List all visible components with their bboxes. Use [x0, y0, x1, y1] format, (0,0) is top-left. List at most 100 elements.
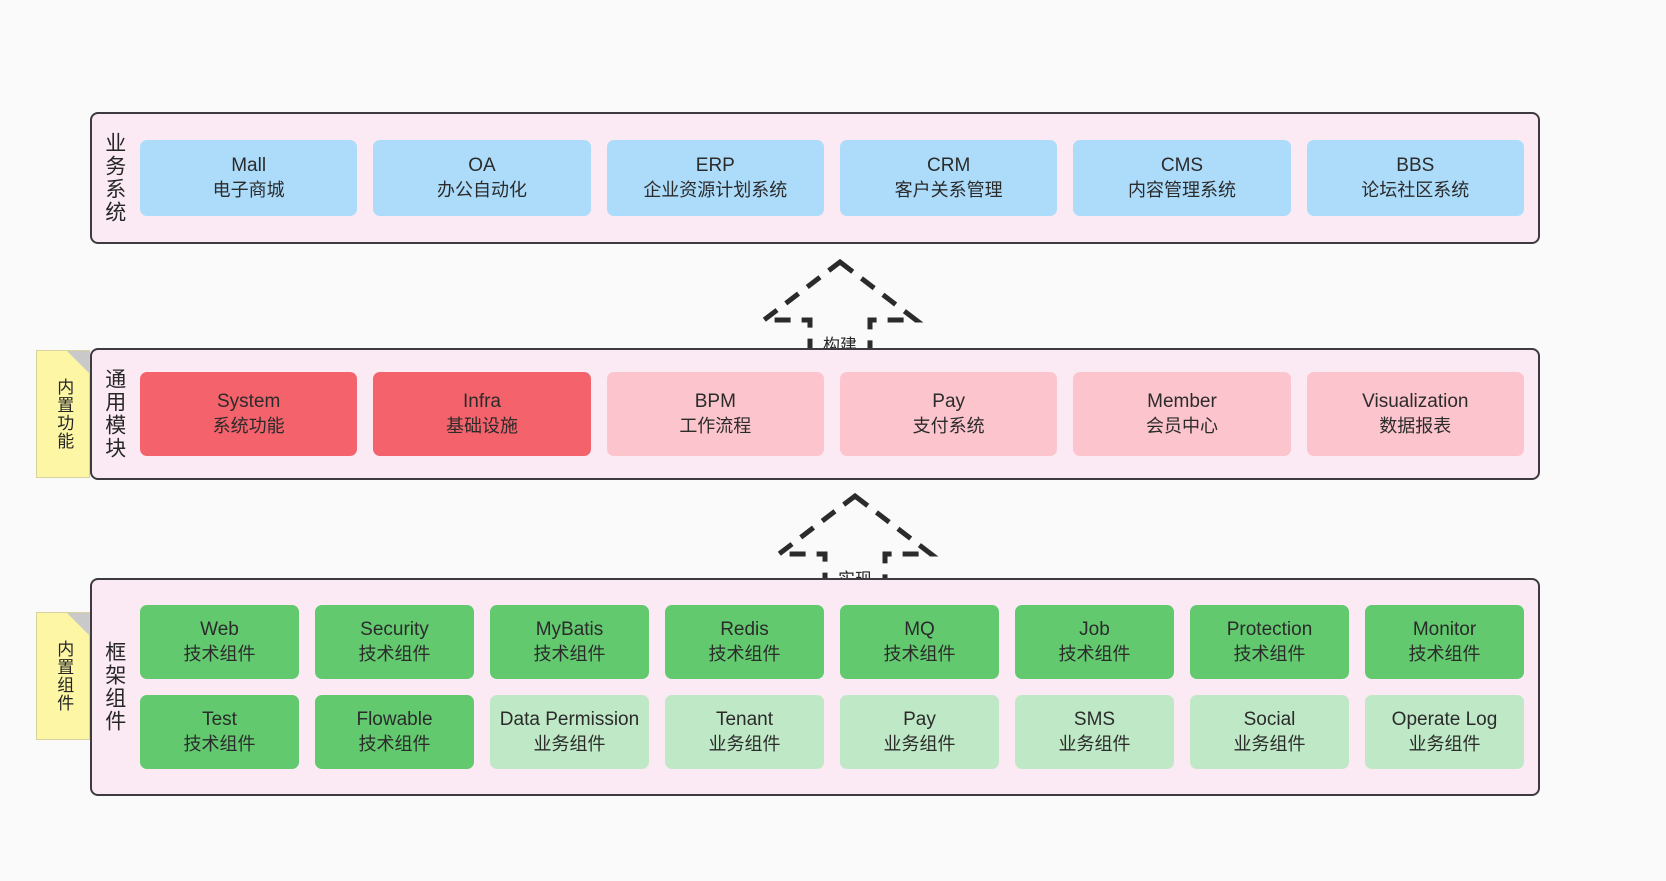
card-subtitle: 支付系统 [912, 415, 985, 436]
card-job[interactable]: Job 技术组件 [1015, 605, 1174, 679]
framework-business-row: Test 技术组件 Flowable 技术组件 Data Permission … [140, 695, 1524, 769]
layer-business-body: Mall 电子商城 OA 办公自动化 ERP 企业资源计划系统 CRM 客户关系… [136, 114, 1538, 242]
card-subtitle: 技术组件 [358, 643, 431, 664]
connector-implement: 实现 [770, 492, 940, 592]
card-monitor[interactable]: Monitor 技术组件 [1365, 605, 1524, 679]
card-sms[interactable]: SMS 业务组件 [1015, 695, 1174, 769]
card-erp[interactable]: ERP 企业资源计划系统 [606, 140, 824, 216]
business-cards-row: Mall 电子商城 OA 办公自动化 ERP 企业资源计划系统 CRM 客户关系… [140, 140, 1524, 216]
card-cms[interactable]: CMS 内容管理系统 [1073, 140, 1291, 216]
note-fold-corner-icon [67, 613, 89, 635]
card-subtitle: 业务组件 [883, 733, 956, 754]
card-title: Test [202, 709, 237, 731]
connector-build: 构建 [755, 258, 925, 358]
card-subtitle: 基础设施 [445, 415, 518, 436]
card-title: Flowable [356, 709, 433, 731]
card-subtitle: 技术组件 [883, 643, 956, 664]
sticky-note-builtin-components: 内置组件 [36, 612, 90, 740]
card-pay[interactable]: Pay 支付系统 [839, 372, 1058, 456]
card-subtitle: 技术组件 [1233, 643, 1306, 664]
card-bpm[interactable]: BPM 工作流程 [606, 372, 824, 456]
card-title: BBS [1396, 155, 1435, 177]
layer-framework-body: Web 技术组件 Security 技术组件 MyBatis 技术组件 Redi… [136, 580, 1538, 794]
layer-business-systems: 业务系统 Mall 电子商城 OA 办公自动化 ERP 企业资源计划系统 CRM… [90, 112, 1540, 244]
card-web[interactable]: Web 技术组件 [140, 605, 299, 679]
card-subtitle: 业务组件 [533, 733, 606, 754]
card-title: Member [1147, 391, 1217, 413]
sticky-note-text: 内置功能 [54, 378, 74, 450]
card-mq[interactable]: MQ 技术组件 [840, 605, 999, 679]
card-subtitle: 客户关系管理 [894, 179, 1003, 200]
card-title: OA [468, 155, 496, 177]
card-title: CMS [1160, 155, 1204, 177]
card-title: Visualization [1362, 391, 1469, 413]
sticky-note-text: 内置组件 [54, 640, 74, 712]
card-title: Mall [231, 155, 267, 177]
layer-business-label: 业务系统 [102, 132, 126, 224]
card-subtitle: 技术组件 [358, 733, 431, 754]
card-crm[interactable]: CRM 客户关系管理 [839, 140, 1058, 216]
card-title: CRM [927, 155, 971, 177]
card-subtitle: 技术组件 [183, 643, 256, 664]
card-test[interactable]: Test 技术组件 [140, 695, 299, 769]
card-title: Tenant [715, 709, 774, 731]
card-subtitle: 业务组件 [708, 733, 781, 754]
card-title: Monitor [1412, 619, 1477, 641]
card-system[interactable]: System 系统功能 [140, 372, 358, 456]
card-redis[interactable]: Redis 技术组件 [665, 605, 824, 679]
sticky-note-builtin-functions: 内置功能 [36, 350, 90, 478]
card-operate-log[interactable]: Operate Log 业务组件 [1365, 695, 1524, 769]
framework-tech-row: Web 技术组件 Security 技术组件 MyBatis 技术组件 Redi… [140, 605, 1524, 679]
layer-framework-label: 框架组件 [102, 641, 126, 733]
card-member[interactable]: Member 会员中心 [1073, 372, 1291, 456]
card-social[interactable]: Social 业务组件 [1190, 695, 1349, 769]
card-title: ERP [695, 155, 735, 177]
card-subtitle: 技术组件 [533, 643, 606, 664]
card-subtitle: 工作流程 [679, 415, 752, 436]
card-title: MQ [904, 619, 935, 641]
card-title: MyBatis [535, 619, 604, 641]
card-title: Protection [1226, 619, 1313, 641]
card-subtitle: 技术组件 [1058, 643, 1131, 664]
layer-common-modules: 通用模块 System 系统功能 Infra 基础设施 BPM 工作流程 Pay… [90, 348, 1540, 480]
card-subtitle: 技术组件 [708, 643, 781, 664]
card-subtitle: 系统功能 [212, 415, 285, 436]
card-tenant[interactable]: Tenant 业务组件 [665, 695, 824, 769]
card-subtitle: 业务组件 [1233, 733, 1306, 754]
card-subtitle: 电子商城 [212, 179, 285, 200]
card-mall[interactable]: Mall 电子商城 [140, 140, 358, 216]
card-bbs[interactable]: BBS 论坛社区系统 [1306, 140, 1524, 216]
card-title: Web [200, 619, 239, 641]
card-title: Operate Log [1391, 709, 1498, 731]
card-subtitle: 会员中心 [1145, 415, 1218, 436]
card-data-permission[interactable]: Data Permission 业务组件 [490, 695, 649, 769]
layer-framework-components: 框架组件 Web 技术组件 Security 技术组件 MyBatis 技术组件… [90, 578, 1540, 796]
card-mybatis[interactable]: MyBatis 技术组件 [490, 605, 649, 679]
card-subtitle: 技术组件 [183, 733, 256, 754]
card-oa[interactable]: OA 办公自动化 [373, 140, 591, 216]
layer-common-label: 通用模块 [102, 368, 126, 460]
card-title: Job [1079, 619, 1110, 641]
card-visualization[interactable]: Visualization 数据报表 [1306, 372, 1524, 456]
card-title: Security [360, 619, 429, 641]
card-title: Data Permission [499, 709, 640, 731]
card-title: Pay [903, 709, 936, 731]
card-subtitle: 业务组件 [1058, 733, 1131, 754]
card-subtitle: 业务组件 [1408, 733, 1481, 754]
card-title: Pay [932, 391, 966, 413]
card-flowable[interactable]: Flowable 技术组件 [315, 695, 474, 769]
card-infra[interactable]: Infra 基础设施 [373, 372, 591, 456]
card-subtitle: 办公自动化 [436, 179, 527, 200]
card-subtitle: 论坛社区系统 [1361, 179, 1470, 200]
card-subtitle: 内容管理系统 [1127, 179, 1236, 200]
common-cards-row: System 系统功能 Infra 基础设施 BPM 工作流程 Pay 支付系统… [140, 372, 1524, 456]
card-title: Social [1243, 709, 1296, 731]
card-subtitle: 数据报表 [1379, 415, 1452, 436]
card-security[interactable]: Security 技术组件 [315, 605, 474, 679]
card-title: BPM [694, 391, 736, 413]
card-protection[interactable]: Protection 技术组件 [1190, 605, 1349, 679]
card-pay-component[interactable]: Pay 业务组件 [840, 695, 999, 769]
card-title: Redis [720, 619, 769, 641]
note-fold-corner-icon [67, 351, 89, 373]
